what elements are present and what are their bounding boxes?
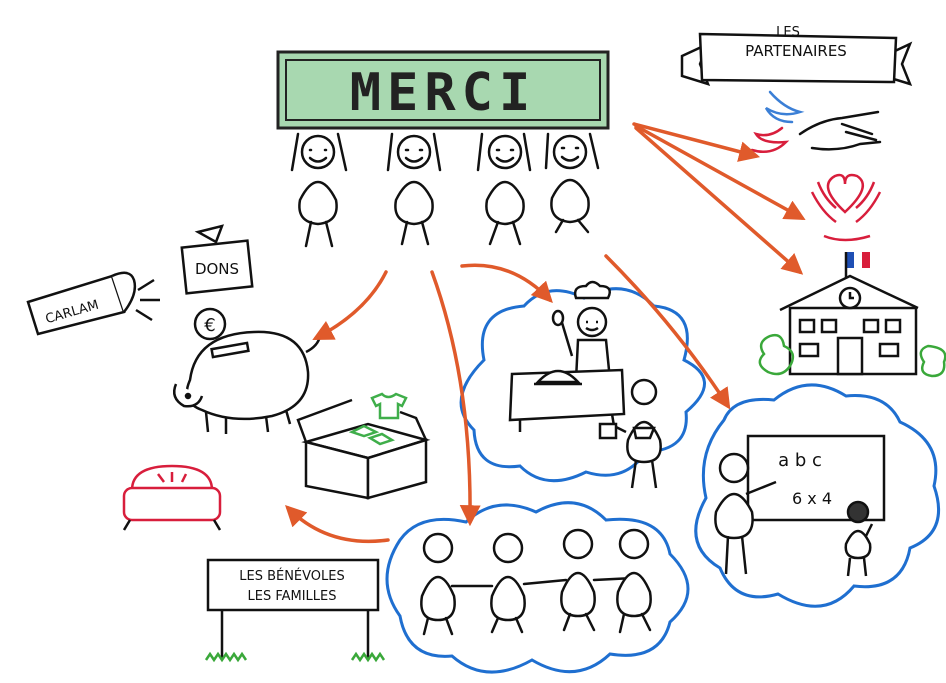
merci-title: MERCI: [350, 63, 537, 123]
sofa-icon: [122, 464, 222, 531]
blackboard-line2: 6 x 4: [792, 489, 832, 508]
pupil-figure: [844, 500, 874, 577]
arrow-to-families: [430, 270, 481, 527]
volunteers-holding-banner: [290, 132, 600, 248]
arrow-to-kitchen: [460, 263, 553, 304]
heart-icon: [810, 173, 882, 242]
blackboard-line1: a b c: [778, 450, 822, 471]
donations-sign-label: DONS: [195, 260, 239, 278]
signpost-line1: LES BÉNÉVOLES: [239, 568, 345, 584]
kitchen-cloud: [459, 280, 706, 489]
arrow-to-school: [634, 126, 804, 275]
arrow-to-helping-hands: [632, 122, 761, 162]
arrow-to-heart: [634, 124, 806, 221]
donations-sign: DONS: [180, 224, 254, 295]
arrow-to-sofa: [285, 505, 390, 544]
chef-figure: [551, 280, 612, 382]
stick-figure: [386, 132, 442, 246]
serving-table: [508, 368, 626, 432]
donation-box-icon: [296, 392, 431, 500]
arrows: [285, 122, 806, 544]
euro-symbol: €: [204, 315, 215, 336]
piggy-bank-icon: [173, 330, 322, 434]
stick-figure: [476, 132, 532, 246]
helping-hands-icon: [750, 90, 882, 153]
signpost-line2: LES FAMILLES: [247, 589, 336, 604]
merci-banner: MERCI: [276, 50, 610, 130]
euro-coin-icon: €: [193, 307, 227, 341]
classroom-cloud: a b c 6 x 4: [694, 383, 941, 608]
child-figure: [598, 378, 662, 489]
partners-label-line2: PARTENAIRES: [745, 42, 847, 60]
megaphone-icon: CARLAM: [26, 271, 160, 336]
arrow-to-piggy-bank: [312, 270, 388, 340]
teacher-figure: [714, 452, 777, 575]
school-icon: [758, 252, 946, 378]
family-figures: [420, 528, 652, 636]
tree-icon: [758, 333, 946, 378]
arrow-to-classroom: [604, 254, 731, 410]
stick-figure: [290, 132, 348, 248]
partners-ribbon: LES PARTENAIRES: [680, 25, 913, 86]
partners-label-line1: LES: [776, 25, 800, 40]
families-cloud: [385, 501, 690, 674]
signpost: LES BÉNÉVOLES LES FAMILLES: [204, 558, 386, 663]
stick-figure: [544, 132, 600, 234]
